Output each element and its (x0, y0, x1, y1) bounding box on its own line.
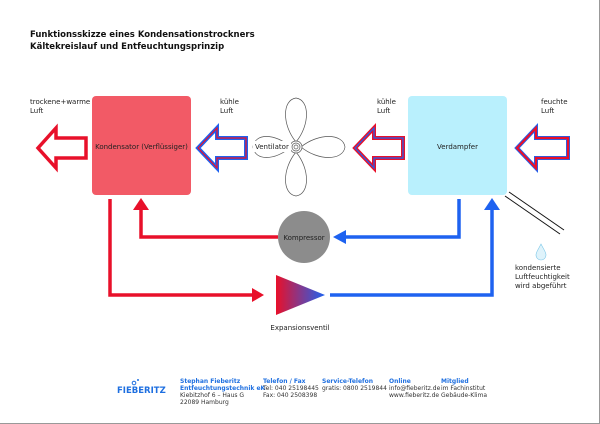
arrowhead-up-condenser-icon (133, 198, 149, 210)
title-line-2: Kältekreislauf und Entfeuchtungsprinzip (30, 42, 224, 52)
footer-email-link[interactable]: info@fieberitz.de (389, 385, 441, 392)
footer-member-2: Gebäude-Klima (441, 392, 487, 399)
footer-service-phone[interactable]: gratis: 0800 2519844 (322, 385, 387, 392)
footer-address-1: Kiebitzhof 6 – Haus G (180, 392, 244, 399)
condenser-box (92, 96, 191, 195)
condensate-label-2: Luftfeuchtigkeit (515, 273, 570, 281)
expansion-valve-icon (276, 275, 325, 315)
label-out-air-2: Luft (30, 107, 44, 115)
compressor-circle (278, 211, 330, 263)
footer-company-name: Stephan Fieberitz (180, 378, 241, 385)
footer-member-head: Mitglied (441, 378, 469, 385)
footer-phone-head: Telefon / Fax (263, 378, 306, 385)
label-humid-air-1: feuchte (541, 98, 568, 106)
fieberitz-logo: FIEBERITZ (117, 379, 166, 396)
air-arrow-cool-2-icon (352, 122, 405, 174)
hot-line-to-valve (108, 199, 255, 297)
footer-online-head: Online (389, 378, 411, 385)
label-cool-air-1a: kühle (220, 98, 239, 106)
footer-phone-tel[interactable]: Tel: 040 25198445 (262, 385, 319, 392)
footer-website-link[interactable]: www.fieberitz.de (389, 392, 439, 399)
fan-label: Ventilator (255, 143, 289, 151)
label-humid-air-2: Luft (541, 107, 555, 115)
fan-label-bg (253, 141, 291, 152)
arrowhead-up-evaporator-icon (484, 198, 500, 210)
arrowhead-left-compressor-icon (333, 230, 346, 244)
footer-address-2: 22089 Hamburg (180, 399, 229, 406)
evaporator-box (408, 96, 507, 195)
evaporator-label: Verdampfer (437, 143, 478, 151)
condensate-label-3: wird abgeführt (515, 282, 567, 290)
cold-line-to-compressor (344, 199, 461, 239)
fan-icon (252, 97, 346, 197)
footer-service-head: Service-Telefon (322, 378, 373, 385)
label-cool-air-1b: Luft (220, 107, 234, 115)
condensate-label-1: kondensierte (515, 264, 561, 272)
title-line-1: Funktionsskizze eines Kondensationstrock… (30, 30, 255, 40)
label-cool-air-2b: Luft (377, 107, 391, 115)
water-drop-icon (535, 243, 547, 261)
condenser-label: Kondensator (Verflüssiger) (95, 143, 188, 151)
footer-member-1: im Fachinstitut (441, 385, 486, 392)
svg-text:FIEBERITZ: FIEBERITZ (117, 386, 166, 396)
footer-phone-fax: Fax: 040 2508398 (263, 392, 317, 399)
air-arrow-humid-icon (514, 122, 570, 174)
label-out-air-1: trockene+warme (30, 98, 90, 106)
label-cool-air-2a: kühle (377, 98, 396, 106)
expansion-valve-label: Expansionsventil (270, 324, 329, 332)
air-arrow-cool-1-icon (195, 122, 248, 174)
compressor-label: Kompressor (283, 234, 324, 242)
cold-line-to-evaporator (330, 210, 494, 297)
footer-company-sub: Entfeuchtungstechnik eK (180, 385, 266, 392)
air-arrow-out-icon (35, 123, 88, 173)
hot-line-to-condenser (139, 208, 278, 239)
drain-pipe-icon (504, 191, 565, 235)
arrowhead-right-valve-icon (252, 288, 264, 302)
